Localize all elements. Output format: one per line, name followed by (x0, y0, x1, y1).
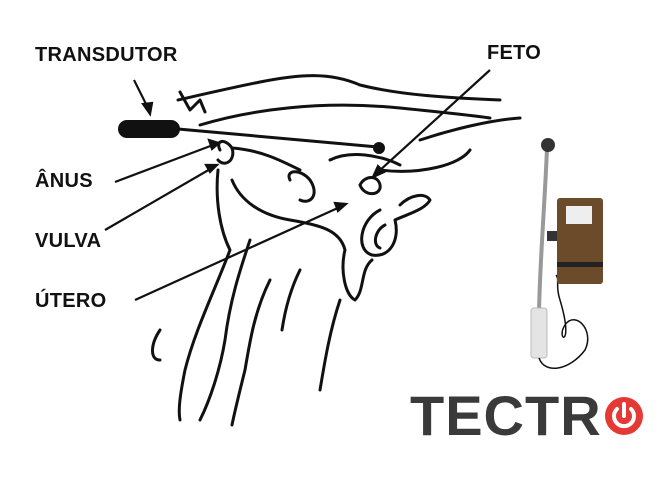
tectro-logo: TECTR (410, 388, 644, 444)
label-uterus: ÚTERO (35, 290, 107, 312)
label-vulva: VULVA (35, 230, 102, 252)
transducer-probe (118, 120, 385, 154)
label-fetus: FETO (487, 42, 542, 64)
doppler-device (530, 138, 603, 369)
pointer-arrows (104, 69, 491, 302)
label-anus: ÂNUS (35, 170, 93, 192)
power-icon (604, 397, 643, 435)
animal-outline (151, 74, 522, 427)
label-transducer: TRANSDUTOR (35, 44, 178, 66)
logo-text: TECTR (410, 384, 602, 447)
